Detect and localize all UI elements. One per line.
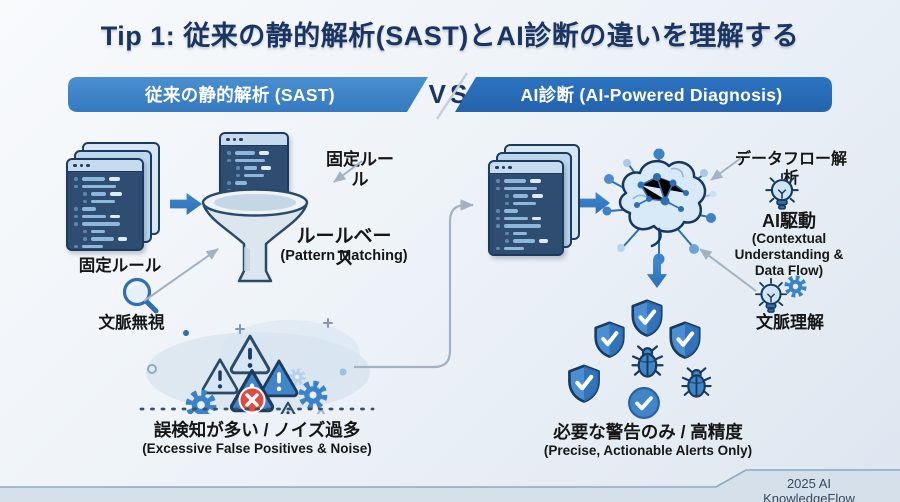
footer-credit: 2025 AI KnowledgeFlow (763, 476, 855, 502)
sast-outcome-jp-label: 誤検知が多い / ノイズ過多 (153, 420, 361, 440)
brain-icon (602, 148, 717, 265)
context-ignored-label: 文脈無視 (98, 314, 165, 332)
code-window-titlebar (68, 160, 142, 172)
funnel-icon (201, 188, 309, 283)
dataflow-analysis-label: データフロー解析 (734, 151, 847, 187)
code-window-icon (488, 160, 564, 256)
ai-code-stack-icon (488, 144, 580, 256)
ai-header-bar: AI診断 (AI-Powered Diagnosis) (455, 77, 832, 112)
fixed-rules-pointer-label: 固定ルール (326, 150, 394, 190)
lightbulb-gear-icon (754, 277, 804, 314)
ai-header-label: AI診断 (AI-Powered Diagnosis) (520, 85, 783, 105)
shield-check-icon (630, 299, 664, 337)
sast-code-stack-icon (66, 142, 160, 251)
sast-header-label: 従来の静的解析 (SAST) (145, 85, 335, 105)
search-icon (122, 277, 159, 314)
ai-outcome-en-label: (Precise, Actionable Alerts Only) (543, 443, 753, 458)
ai-driven-label: AI駆動 (762, 211, 816, 231)
flow-arrow-right-icon (170, 192, 202, 216)
ai-driven-en-label: (Contextual Understanding & Data Flow) (734, 231, 844, 278)
shield-check-icon (668, 321, 702, 359)
code-window-titlebar (221, 134, 287, 146)
bug-icon (631, 344, 664, 379)
fixed-rules-label: 固定ルール (78, 257, 162, 275)
sast-header-bar: 従来の静的解析 (SAST) (68, 77, 428, 112)
lightbulb-icon (762, 172, 802, 214)
error-x-icon (238, 386, 266, 414)
code-window-icon (66, 158, 144, 251)
sast-outcome-en-label: (Excessive False Positives & Noise) (142, 441, 372, 456)
bug-icon (681, 366, 712, 399)
page-title: Tip 1: 従来の静的解析(SAST)とAI診断の違いを理解する (100, 21, 800, 51)
shield-check-icon (593, 321, 626, 358)
code-window-titlebar (490, 162, 562, 174)
ai-outcome-jp-label: 必要な警告のみ / 高精度 (553, 422, 743, 442)
context-understanding-label: 文脈理解 (756, 313, 824, 332)
warning-triangle-icon (307, 409, 334, 414)
pattern-matching-label: (Pattern Matching) (280, 248, 408, 264)
warning-pile-icon (146, 318, 370, 414)
decor-dot (183, 330, 189, 336)
check-circle-icon (627, 386, 661, 420)
shield-check-icon (567, 364, 601, 403)
